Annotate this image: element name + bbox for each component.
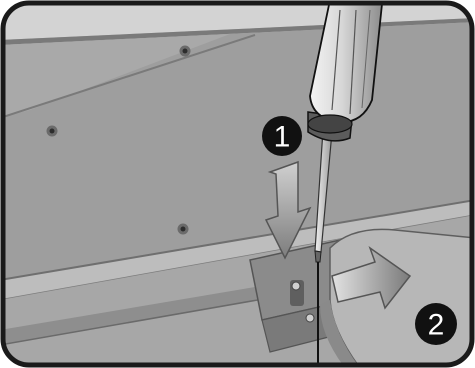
screw-hole bbox=[180, 46, 191, 57]
screw-hole bbox=[178, 224, 189, 235]
step-number-2: 2 bbox=[428, 309, 445, 342]
step-badge-2: 2 bbox=[415, 303, 457, 345]
step-badge-1: 1 bbox=[262, 116, 302, 156]
screw-hole bbox=[47, 126, 58, 137]
step-number-1: 1 bbox=[274, 121, 291, 154]
